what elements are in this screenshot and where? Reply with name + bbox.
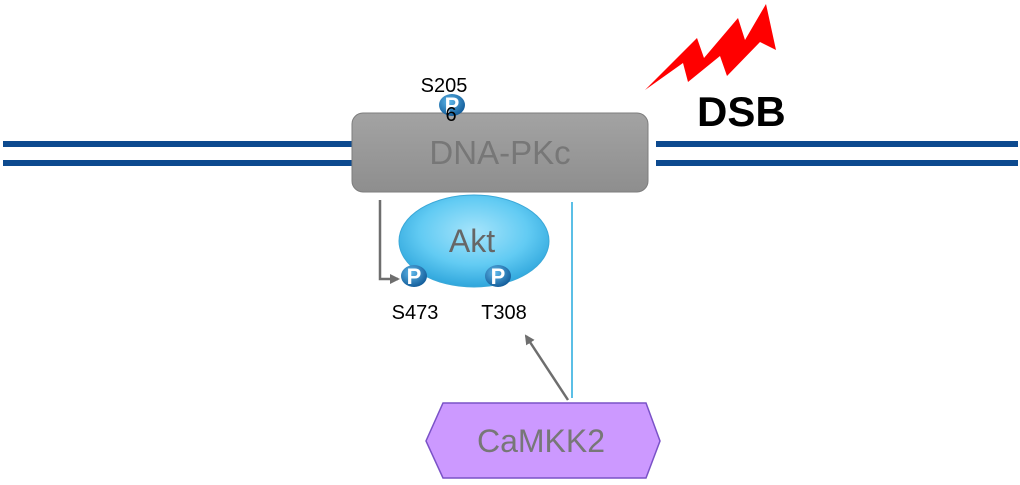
dna-pkc-box xyxy=(351,112,649,193)
site-label-t308: T308 xyxy=(481,302,527,324)
phospho-badge-label: P xyxy=(407,264,422,289)
dna-pkc-label: DNA-PKc xyxy=(429,134,570,171)
akt-node xyxy=(398,194,550,288)
phospho-badge-label: P xyxy=(491,264,506,289)
site-label-s205: S205 xyxy=(421,75,468,97)
phospho-badge-label: P xyxy=(445,93,460,118)
phospho-badge-s2056: P xyxy=(439,93,465,118)
camkk2-label: CaMKK2 xyxy=(477,423,605,459)
arrow-camkk2-to-t308 xyxy=(524,334,570,401)
dna-strand-right xyxy=(656,141,1018,166)
phospho-badge-t308: P xyxy=(485,264,511,289)
lightning-bolt-icon xyxy=(645,4,776,90)
site-label-s205-suffix: 6 xyxy=(445,104,456,126)
akt-label: Akt xyxy=(449,223,495,259)
dna-strand-left xyxy=(3,141,352,166)
dsb-label: DSB xyxy=(697,88,786,135)
phospho-badge-s473: P xyxy=(401,264,427,289)
camkk2-node xyxy=(425,402,661,479)
site-label-s473: S473 xyxy=(392,302,439,324)
arrow-dnapkc-to-s473 xyxy=(378,200,400,284)
